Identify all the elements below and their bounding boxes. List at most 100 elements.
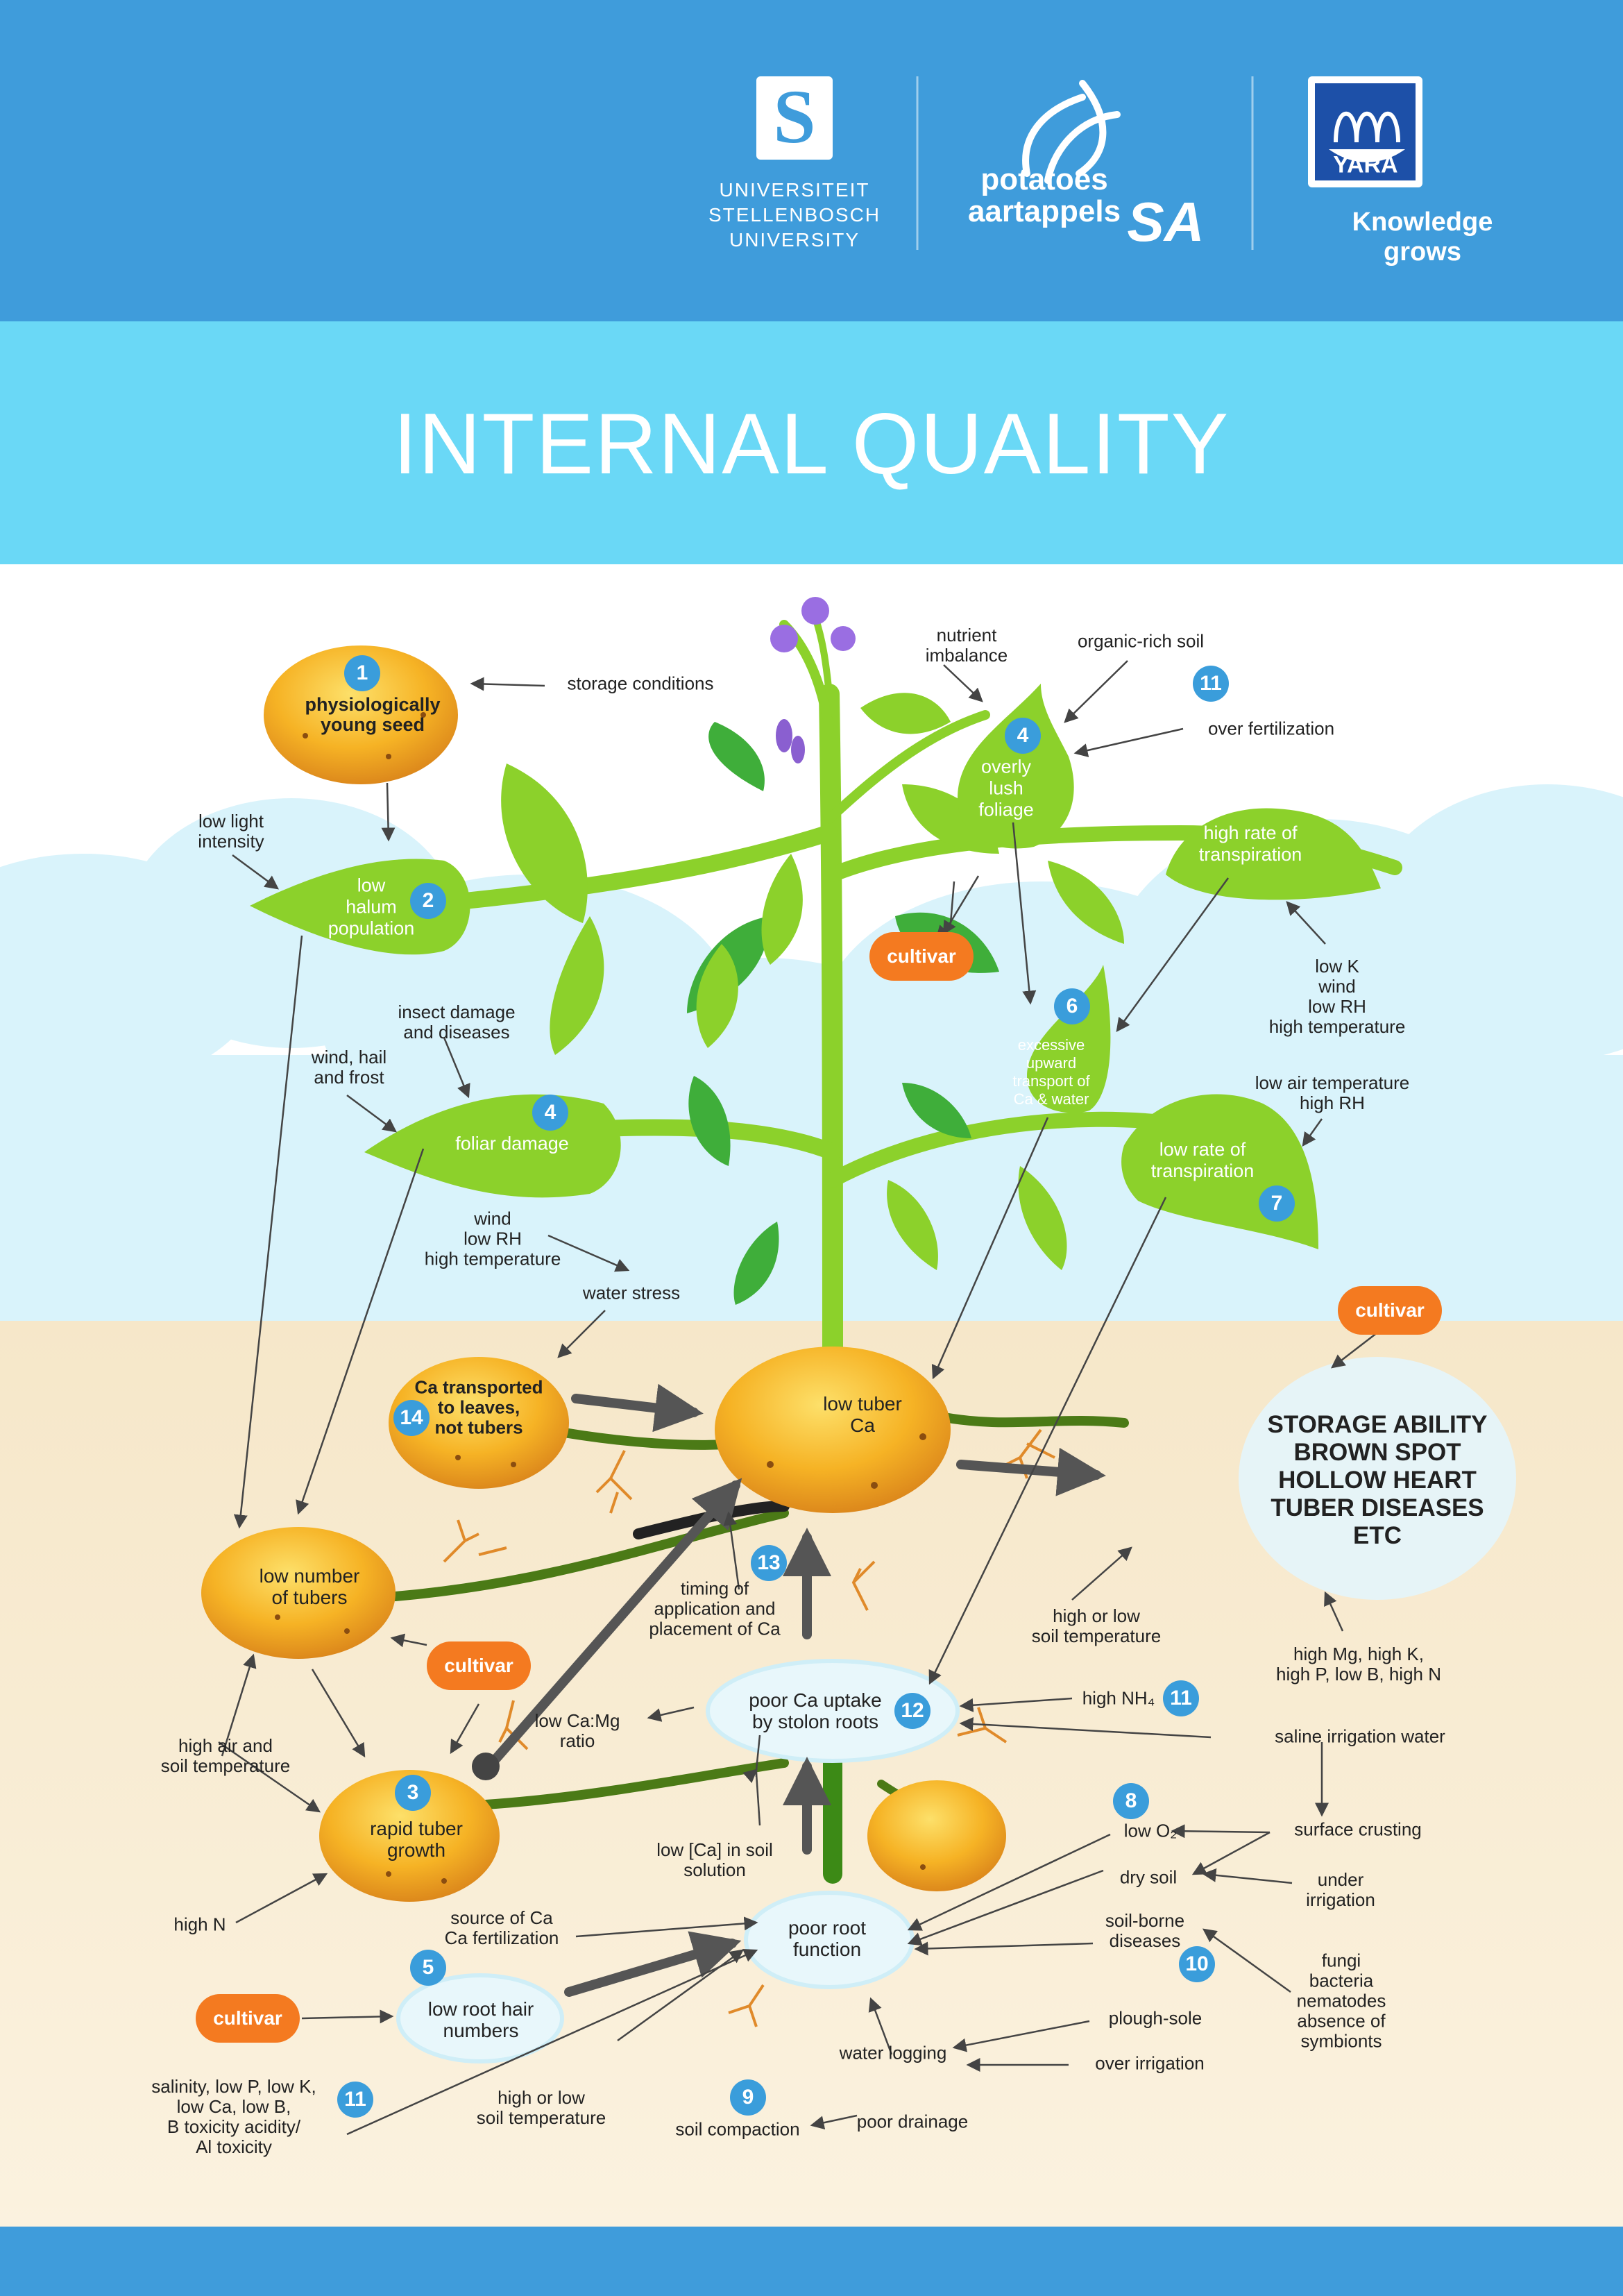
leaf-lush-foliage [958, 684, 1074, 849]
psa-line-2: aartappels [967, 194, 1121, 228]
su-logo-text: UNIVERSITEIT STELLENBOSCH UNIVERSITY [708, 178, 881, 253]
label-soil-temp-left: high or low soil temperature [476, 2087, 606, 2128]
node-low-root-hair: low root hair numbers [427, 1998, 534, 2041]
badge-8: 8 [1113, 1783, 1149, 1819]
su-line-2: STELLENBOSCH [708, 204, 881, 226]
clouds [0, 784, 1623, 1333]
node-young-seed: physiologically young seed [305, 694, 441, 735]
node-low-halum: low halum population [328, 875, 415, 939]
label-high-nh4: high NH₄ [1082, 1687, 1155, 1709]
label-water-logging: water logging [839, 2042, 947, 2063]
title-band [0, 321, 1623, 564]
node-poor-ca-uptake: poor Ca uptake by stolon roots [749, 1689, 882, 1732]
label-organic-soil: organic-rich soil [1077, 630, 1205, 652]
label-saline-water: saline irrigation water [1275, 1725, 1445, 1747]
label-source-ca: source of Ca Ca fertilization [444, 1907, 559, 1948]
footer-band [0, 2227, 1623, 2296]
potato-flower [770, 597, 856, 763]
yara-tagline: Knowledge grows [1352, 208, 1493, 267]
oval-poor-ca-uptake [706, 1659, 960, 1763]
badge-6: 6 [1054, 988, 1090, 1024]
label-timing: timing of application and placement of C… [649, 1578, 781, 1639]
label-insect-damage: insect damage and diseases [398, 1002, 516, 1043]
cultivar-pill-tubers: cultivar [427, 1641, 531, 1690]
badge-13: 13 [751, 1545, 787, 1581]
cultivar-pill-root-hair: cultivar [196, 1994, 300, 2043]
root-hairs [443, 1428, 1055, 2027]
badge-7: 7 [1259, 1185, 1295, 1222]
node-ca-to-leaves: Ca transported to leaves, not tubers [414, 1376, 543, 1438]
badge-11-nh4: 11 [1163, 1680, 1199, 1716]
node-low-transpiration: low rate of transpiration [1150, 1139, 1255, 1181]
label-high-mg: high Mg, high K, high P, low B, high N [1276, 1644, 1441, 1685]
plant-green-leaves [501, 693, 1124, 1270]
yara-logo [1308, 76, 1422, 187]
label-soil-temp-right: high or low soil temperature [1031, 1605, 1162, 1646]
node-high-transpiration: high rate of transpiration [1198, 822, 1302, 865]
tuber-small [867, 1780, 1006, 1891]
badge-11-top: 11 [1193, 666, 1229, 702]
page-title: INTERNAL QUALITY [393, 396, 1230, 492]
label-soil-compaction: soil compaction [675, 2118, 800, 2140]
label-storage-conditions: storage conditions [567, 673, 714, 694]
tuber-young-seed [264, 645, 458, 784]
badge-11-bottom: 11 [337, 2082, 373, 2118]
tuber-ca-to-leaves [389, 1357, 569, 1489]
psa-line-1: potatoes [980, 162, 1108, 196]
label-over-fertilization: over fertilization [1207, 718, 1335, 739]
badge-12: 12 [894, 1693, 931, 1729]
label-nutrient-imbalance: nutrient imbalance [925, 625, 1008, 666]
node-storage-outcomes: STORAGE ABILITY BROWN SPOT HOLLOW HEART … [1267, 1411, 1488, 1549]
node-rapid-tuber-growth: rapid tuber growth [370, 1818, 463, 1861]
node-excessive-transport: excessive upward transport of Ca & water [1012, 1036, 1090, 1108]
label-salinity-group: salinity, low P, low K, low Ca, low B, B… [151, 2076, 316, 2157]
label-soil-borne: soil-borne diseases [1105, 1910, 1185, 1951]
badge-14: 14 [393, 1400, 430, 1436]
label-water-stress: water stress [582, 1282, 681, 1303]
label-under-irrigation: under irrigation [1306, 1869, 1375, 1910]
svg-text:S: S [773, 74, 815, 159]
su-line-1: UNIVERSITEIT [719, 179, 870, 201]
label-surface-crusting: surface crusting [1294, 1818, 1422, 1840]
big-arrows [484, 1383, 1106, 1997]
label-low-camg: low Ca:Mg ratio [534, 1710, 620, 1751]
pale-ovals [396, 1357, 1516, 2063]
node-low-number-tubers: low number of tubers [259, 1565, 360, 1608]
label-dry-soil: dry soil [1119, 1866, 1178, 1888]
label-over-irrigation: over irrigation [1095, 2052, 1205, 2074]
yara-name: YARA [1333, 151, 1398, 178]
leaf-high-transpiration [1166, 808, 1381, 900]
label-fungi-group: fungi bacteria nematodes absence of symb… [1296, 1950, 1386, 2052]
node-low-tuber-ca: low tuber Ca [823, 1393, 902, 1436]
node-poor-root-function: poor root function [788, 1917, 867, 1960]
leaf-low-halum [250, 859, 470, 955]
label-high-n: high N [173, 1914, 226, 1935]
storage-circle [1239, 1357, 1516, 1600]
psa-logo-text: potatoes aartappels [968, 164, 1121, 228]
label-plough-sole: plough-sole [1108, 2007, 1203, 2029]
badge-10: 10 [1179, 1946, 1215, 1982]
tuber-low-number [201, 1527, 396, 1659]
badge-3: 3 [395, 1775, 431, 1811]
connector-arrows [218, 660, 1378, 2136]
stellenbosch-logo: S [756, 74, 833, 160]
badge-5: 5 [410, 1950, 446, 1986]
cultivar-pill-storage: cultivar [1338, 1286, 1442, 1335]
label-high-air-soil: high air and soil temperature [160, 1735, 291, 1776]
su-line-3: UNIVERSITY [729, 229, 860, 251]
badge-1: 1 [344, 655, 380, 691]
label-low-ca-soil: low [Ca] in soil solution [656, 1839, 773, 1880]
tuber-eyes [275, 712, 926, 1884]
badge-4-left: 4 [532, 1095, 568, 1131]
badge-4-top: 4 [1005, 718, 1041, 754]
label-poor-drainage: poor drainage [856, 2111, 969, 2132]
tubers [201, 645, 1006, 1902]
oval-root-hair [396, 1973, 564, 2063]
tuber-rapid-growth [319, 1770, 500, 1902]
node-lush-foliage: overly lush foliage [978, 756, 1034, 820]
tuber-low-ca [715, 1347, 951, 1513]
node-foliar-damage: foliar damage [455, 1133, 569, 1154]
cultivar-pill-foliage: cultivar [869, 932, 974, 981]
label-lowk-group: low K wind low RH high temperature [1268, 956, 1406, 1037]
